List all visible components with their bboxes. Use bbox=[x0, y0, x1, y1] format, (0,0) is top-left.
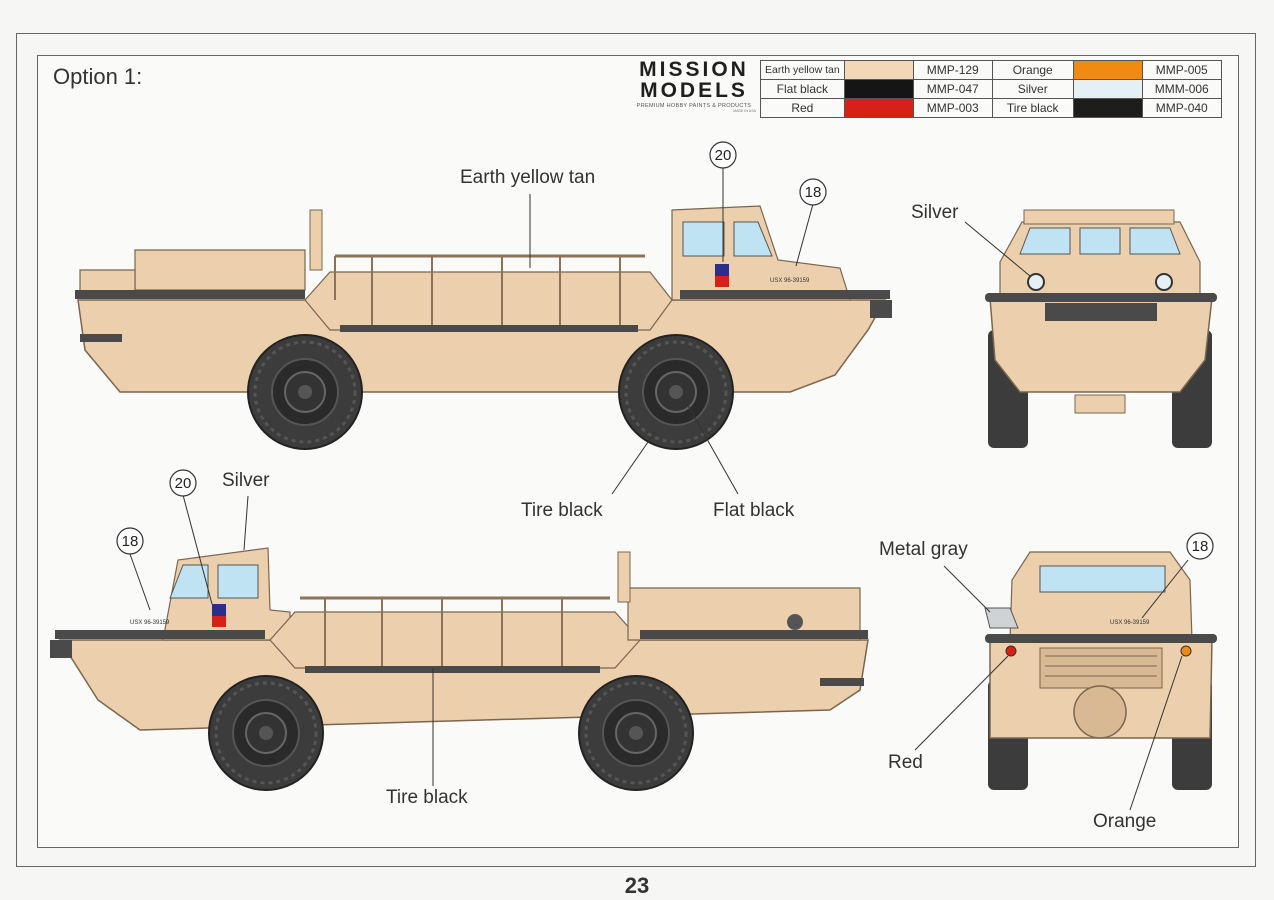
callout-flat-black: Flat black bbox=[713, 500, 795, 521]
decal-marker-18-bottom bbox=[116, 527, 144, 555]
mission-models-logo: MISSION MODELS PREMIUM HOBBY PAINTS & PR… bbox=[632, 59, 756, 113]
metal-gray-fitting bbox=[984, 607, 1019, 629]
option-title: Option 1: bbox=[53, 64, 143, 89]
decal-number: 20 bbox=[175, 475, 192, 492]
decal-markers: 20 18 20 18 18 bbox=[116, 141, 1214, 560]
paint-name: Red bbox=[760, 98, 845, 118]
paint-swatch bbox=[1072, 60, 1143, 80]
logo-tagline: PREMIUM HOBBY PAINTS & PRODUCTS bbox=[636, 103, 752, 109]
callout-metal-gray: Metal gray bbox=[879, 539, 968, 560]
decal-marker-20-bottom bbox=[169, 469, 197, 497]
front-windows bbox=[1019, 227, 1071, 255]
callout-tire-black-top: Tire black bbox=[521, 500, 603, 521]
paint-table: Earth yellow tan MMP-129 Orange MMP-005 … bbox=[760, 60, 1222, 118]
decal-number: 18 bbox=[1192, 538, 1209, 555]
paint-name: Tire black bbox=[991, 98, 1074, 118]
rear-windows bbox=[1039, 565, 1166, 593]
red-light bbox=[1005, 645, 1017, 657]
paint-row: Flat black MMP-047 Silver MMM-006 bbox=[760, 79, 1222, 99]
decal-number: 18 bbox=[122, 533, 139, 550]
paint-code: MMP-040 bbox=[1141, 98, 1222, 118]
callout-leaders bbox=[129, 168, 1189, 811]
paint-code: MMP-005 bbox=[1141, 60, 1222, 80]
vehicle-side-view-bottom: USX 96-39159 bbox=[50, 547, 869, 792]
logo-origin: MADE IN USA bbox=[733, 109, 756, 113]
windshield-top bbox=[682, 221, 725, 257]
decal-number: 20 bbox=[715, 147, 732, 164]
decal-marker-18-top bbox=[799, 178, 827, 206]
svg-text:USX 96-39159: USX 96-39159 bbox=[770, 278, 810, 284]
svg-text:USX 96-39159: USX 96-39159 bbox=[130, 620, 170, 626]
vehicle-side-view-top: USX 96-39159 bbox=[75, 205, 892, 451]
logo-line-2: MODELS bbox=[640, 79, 748, 102]
page-number: 23 bbox=[624, 873, 650, 898]
paint-name: Orange bbox=[991, 60, 1074, 80]
paint-code: MMP-003 bbox=[912, 98, 993, 118]
callout-orange: Orange bbox=[1093, 811, 1157, 832]
callout-silver-front: Silver bbox=[911, 202, 959, 223]
callout-earth-yellow-tan: Earth yellow tan bbox=[460, 167, 596, 188]
paint-row: Red MMP-003 Tire black MMP-040 bbox=[760, 98, 1222, 118]
callout-silver-side: Silver bbox=[222, 470, 270, 491]
vehicle-front-view bbox=[985, 209, 1217, 448]
paint-swatch bbox=[843, 60, 914, 80]
orange-light bbox=[1180, 645, 1192, 657]
page-outer-border bbox=[16, 33, 1256, 867]
paint-swatch bbox=[1072, 79, 1143, 99]
paint-swatch bbox=[1072, 98, 1143, 118]
callout-tire-black-bottom: Tire black bbox=[386, 787, 468, 808]
decal-number: 18 bbox=[805, 184, 822, 201]
decal-marker-18-rear bbox=[1186, 532, 1214, 560]
windshield-bottom bbox=[169, 564, 209, 599]
vehicle-rear-view: USX 96-39159 bbox=[984, 551, 1217, 790]
decal-marker-20-top bbox=[709, 141, 737, 169]
logo-line-1: MISSION bbox=[639, 58, 749, 81]
paint-swatch bbox=[843, 98, 914, 118]
callout-red: Red bbox=[888, 752, 923, 773]
paint-name: Flat black bbox=[760, 79, 845, 99]
svg-text:USX 96-39159: USX 96-39159 bbox=[1110, 620, 1150, 626]
